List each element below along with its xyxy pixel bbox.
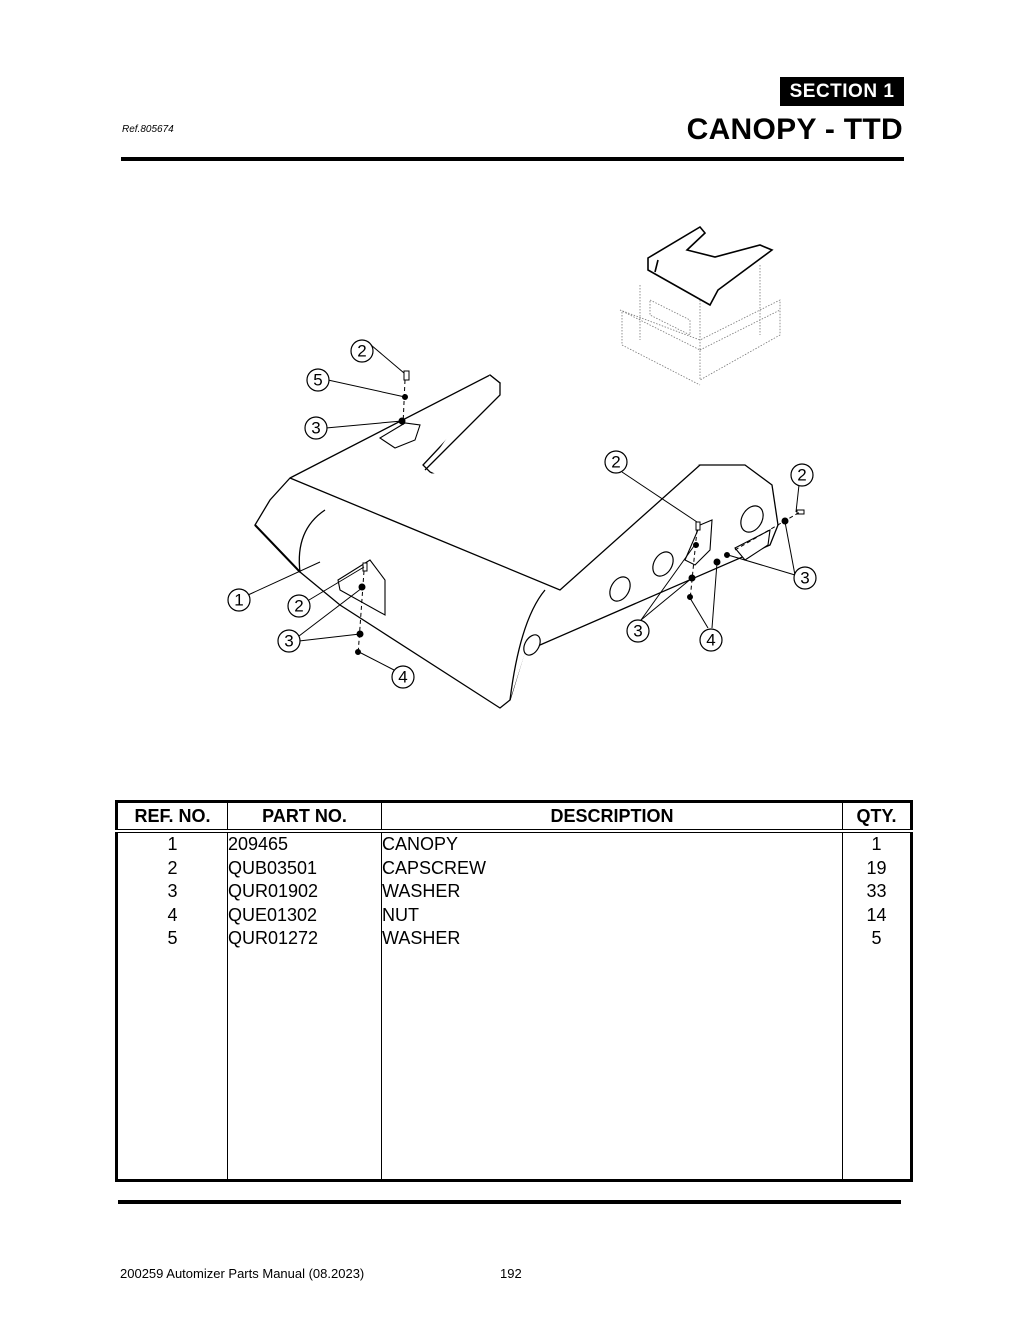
- canopy-holes: [523, 505, 764, 656]
- description-column: CANOPY CAPSCREW WASHER NUT WASHER: [381, 831, 843, 1181]
- table-cell-ref: 5: [167, 928, 178, 948]
- part-no-column: 209465 QUB03501 QUR01902 QUE01302 QUR012…: [227, 831, 382, 1181]
- footer-divider: [118, 1200, 901, 1204]
- svg-text:2: 2: [611, 453, 620, 472]
- callout-3-left: 3: [277, 629, 301, 653]
- callout-3-right: 3: [626, 619, 650, 643]
- callout-1: 1: [227, 588, 251, 612]
- header-qty: QTY.: [842, 801, 912, 833]
- table-cell-description: NUT: [382, 904, 419, 925]
- footer-document-title: 200259 Automizer Parts Manual (08.2023): [120, 1266, 365, 1281]
- svg-text:2: 2: [294, 597, 303, 616]
- svg-text:2: 2: [797, 466, 806, 485]
- qty-column: 1 19 33 14 5: [842, 831, 912, 1181]
- table-cell-description: WASHER: [382, 928, 461, 948]
- callout-3-far-right: 3: [793, 566, 817, 590]
- svg-text:3: 3: [633, 622, 642, 641]
- table-cell-description: CANOPY: [382, 834, 459, 854]
- table-body: 1 2 3 4 5 209465 QUB03501 QUR01902 QUE01…: [117, 831, 912, 1181]
- svg-text:2: 2: [357, 342, 366, 361]
- section-badge: SECTION 1: [780, 77, 904, 106]
- table-cell-description: WASHER: [382, 881, 461, 901]
- svg-text:5: 5: [313, 371, 322, 390]
- ref-no-column: 1 2 3 4 5: [117, 831, 228, 1181]
- table-cell-qty: 19: [866, 857, 887, 878]
- table-cell-part: QUE01302: [228, 904, 318, 925]
- table-header-row: REF. NO. PART NO. DESCRIPTION QTY.: [116, 801, 912, 833]
- callout-2-top: 2: [350, 339, 374, 363]
- callout-4-left: 4: [391, 665, 415, 689]
- table-cell-ref: 4: [167, 904, 178, 925]
- callout-5: 5: [306, 368, 330, 392]
- header-ref-no: REF. NO.: [116, 801, 228, 833]
- table-cell-part: QUB03501: [228, 857, 318, 878]
- leader-lines: [247, 344, 800, 671]
- table-cell-qty: 5: [871, 928, 882, 948]
- table-cell-ref: 2: [167, 857, 178, 878]
- table-cell-part: QUR01902: [228, 881, 319, 901]
- locator-inset: [619, 265, 781, 386]
- callout-4-right: 4: [699, 628, 723, 652]
- callout-2-left: 2: [287, 594, 311, 618]
- parts-table: REF. NO. PART NO. DESCRIPTION QTY. 1 2 3…: [115, 800, 913, 1182]
- callout-2-right: 2: [604, 450, 628, 474]
- locator-canopy: [647, 225, 774, 307]
- table-cell-qty: 33: [866, 881, 887, 901]
- table-cell-part: 209465: [228, 834, 289, 854]
- svg-text:4: 4: [706, 631, 715, 650]
- table-cell-part: QUR01272: [228, 928, 319, 948]
- callout-balloons: 2 5 3 2 2 3 1 2 3 3 4 4: [227, 339, 817, 689]
- svg-text:3: 3: [284, 632, 293, 651]
- header-part-no: PART NO.: [227, 801, 382, 833]
- header-divider: [121, 157, 904, 161]
- table-cell-qty: 1: [871, 834, 882, 854]
- svg-text:1: 1: [234, 591, 243, 610]
- table-cell-ref: 1: [167, 834, 178, 854]
- hardware-center-lines: [357, 379, 801, 656]
- callout-2-far-right: 2: [790, 463, 814, 487]
- reference-number: Ref.805674: [122, 124, 174, 135]
- table-cell-description: CAPSCREW: [382, 857, 487, 878]
- svg-text:3: 3: [311, 419, 320, 438]
- table-cell-qty: 14: [866, 904, 887, 925]
- callout-3-top: 3: [304, 416, 328, 440]
- exploded-view-diagram: 2 5 3 2 2 3 1 2 3 3 4 4: [227, 225, 817, 709]
- svg-text:4: 4: [398, 668, 407, 687]
- table-cell-ref: 3: [167, 881, 178, 901]
- svg-text:3: 3: [800, 569, 809, 588]
- header-description: DESCRIPTION: [381, 801, 843, 833]
- page-number: 192: [500, 1266, 522, 1281]
- page-title: CANOPY - TTD: [686, 113, 903, 146]
